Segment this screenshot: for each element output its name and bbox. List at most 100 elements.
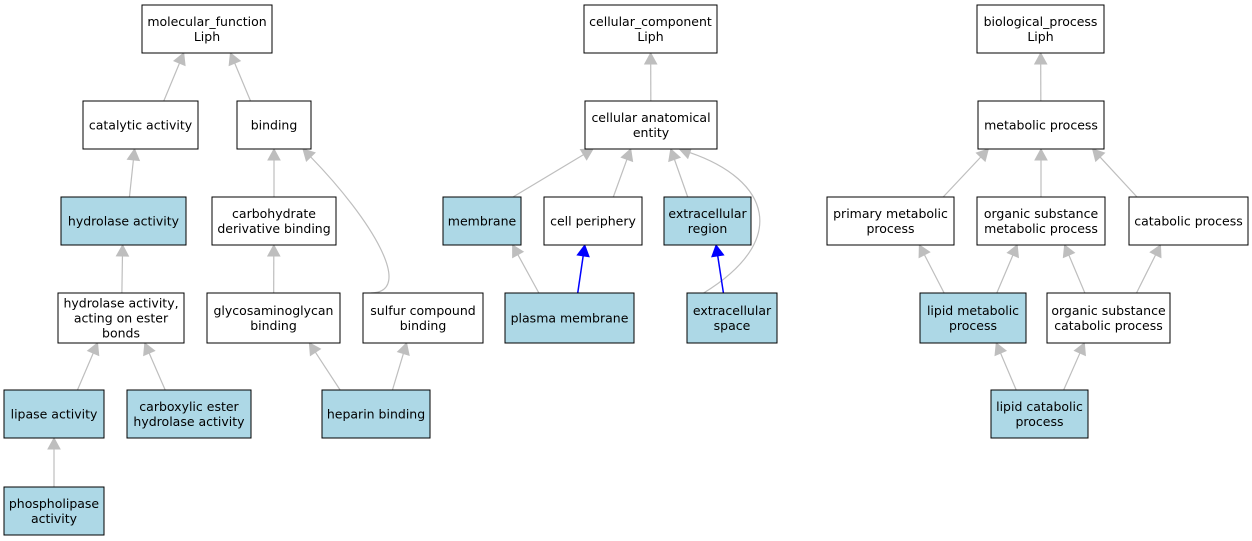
node-label-line: lipid catabolic (996, 399, 1083, 414)
arrowhead-icon (115, 243, 130, 257)
node-metabolic-process[interactable]: metabolic process (977, 100, 1105, 150)
node-label-line: primary metabolic (833, 206, 948, 221)
edge-line (689, 151, 761, 294)
node-box (362, 292, 484, 344)
node-heparin-binding[interactable]: heparin binding (321, 389, 431, 439)
node-label-line: phospholipase (9, 496, 100, 511)
node-box (206, 292, 341, 344)
node-label-line: plasma membrane (511, 311, 629, 326)
node-catalytic-activity[interactable]: catalytic activity (82, 100, 199, 150)
edge-pm-to-cper (576, 243, 590, 294)
arrowhead-icon (620, 148, 634, 163)
edge-cper-to-cae (612, 148, 634, 198)
node-label-line: binding (250, 318, 297, 333)
node-label-line: activity (31, 511, 78, 526)
node-label-line: extracellular (693, 303, 772, 318)
node-label-line: acting on ester (74, 311, 169, 326)
arrowhead-icon (302, 148, 316, 163)
node-hydrolase-activity[interactable]: hydrolase activity (60, 196, 187, 246)
node-plasma-membrane[interactable]: plasma membrane (504, 292, 635, 344)
arrowhead-icon (308, 342, 322, 357)
arrowhead-icon (126, 147, 141, 162)
edge-prim-to-metp (942, 148, 990, 198)
node-label-line: catabolic process (1054, 318, 1163, 333)
node-label-line: hydrolase activity (68, 214, 180, 229)
node-box (3, 486, 105, 536)
node-box (826, 196, 955, 246)
edge-line (673, 159, 689, 198)
arrowhead-icon (266, 243, 281, 257)
edge-exs-to-exr (711, 243, 725, 294)
node-box (321, 389, 431, 439)
node-box (976, 4, 1105, 54)
node-label-line: organic substance (1051, 303, 1166, 318)
edge-line (716, 255, 725, 294)
edge-line (314, 351, 341, 391)
edge-line (923, 254, 945, 294)
node-lipase-activity[interactable]: lipase activity (3, 389, 105, 439)
edge-line (1063, 352, 1081, 391)
arrowhead-icon (267, 147, 281, 161)
edge-layer (47, 51, 1162, 487)
arrowhead-icon (396, 341, 410, 356)
edge-bind-to-mf (228, 52, 252, 102)
edge-line (121, 255, 124, 294)
edge-line (76, 352, 94, 391)
node-label-line: extracellular (668, 206, 747, 221)
node-label-line: hydrolase activity (133, 414, 245, 429)
edge-line (1099, 156, 1138, 198)
node-label-line: catabolic process (1134, 214, 1243, 229)
node-label-line: hydrolase activity, (63, 296, 178, 311)
node-label-line: sulfur compound (370, 303, 475, 318)
edge-hep-to-gag (308, 342, 341, 391)
arrowhead-icon (994, 342, 1008, 357)
node-label-line: binding (251, 118, 298, 133)
node-box (1046, 292, 1171, 344)
edge-lip-to-hyde (76, 342, 100, 391)
node-binding[interactable]: binding (236, 100, 312, 150)
node-box (60, 196, 187, 246)
edge-osc-to-catp (1135, 244, 1162, 294)
edge-sulf-to-bind (302, 148, 390, 294)
node-label-line: carboxylic ester (139, 399, 239, 414)
node-membrane[interactable]: membrane (442, 196, 522, 246)
node-label-line: space (714, 318, 751, 333)
edge-line (163, 62, 181, 102)
node-label-line: cellular anatomical (591, 110, 710, 125)
arrowhead-icon (579, 148, 594, 161)
edge-gag-to-carb (266, 243, 281, 294)
node-cell-periphery[interactable]: cell periphery (543, 196, 643, 246)
node-label-line: process (1015, 414, 1063, 429)
node-label-line: carbohydrate (232, 206, 316, 221)
node-box (583, 4, 718, 54)
node-catabolic-process[interactable]: catabolic process (1128, 196, 1249, 246)
node-label-line: Liph (637, 29, 663, 44)
edge-metp-to-bp (1033, 51, 1048, 102)
edge-line (310, 156, 390, 294)
node-box (3, 389, 105, 439)
edge-line (1068, 254, 1086, 294)
edge-mem-to-cae (512, 148, 594, 198)
arrowhead-icon (1034, 147, 1048, 161)
node-box (663, 196, 752, 246)
node-box (686, 292, 778, 344)
